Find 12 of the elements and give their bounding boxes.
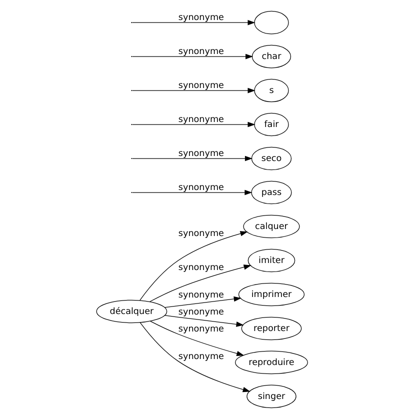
edge-label: synonyme <box>178 324 224 335</box>
edge-label: synonyme <box>178 229 224 240</box>
edge-label: synonyme <box>178 149 224 160</box>
edge-label: synonyme <box>178 352 224 362</box>
edge-label: synonyme <box>178 290 224 301</box>
edge-label: synonyme <box>178 183 224 194</box>
edge-label: synonyme <box>178 263 224 274</box>
edge-label: synonyme <box>178 81 224 92</box>
edge-label: synonyme <box>178 47 224 58</box>
edge-label: synonyme <box>178 115 224 126</box>
edge-label: synonyme <box>178 13 224 24</box>
edge-label: synonyme <box>178 308 224 318</box>
